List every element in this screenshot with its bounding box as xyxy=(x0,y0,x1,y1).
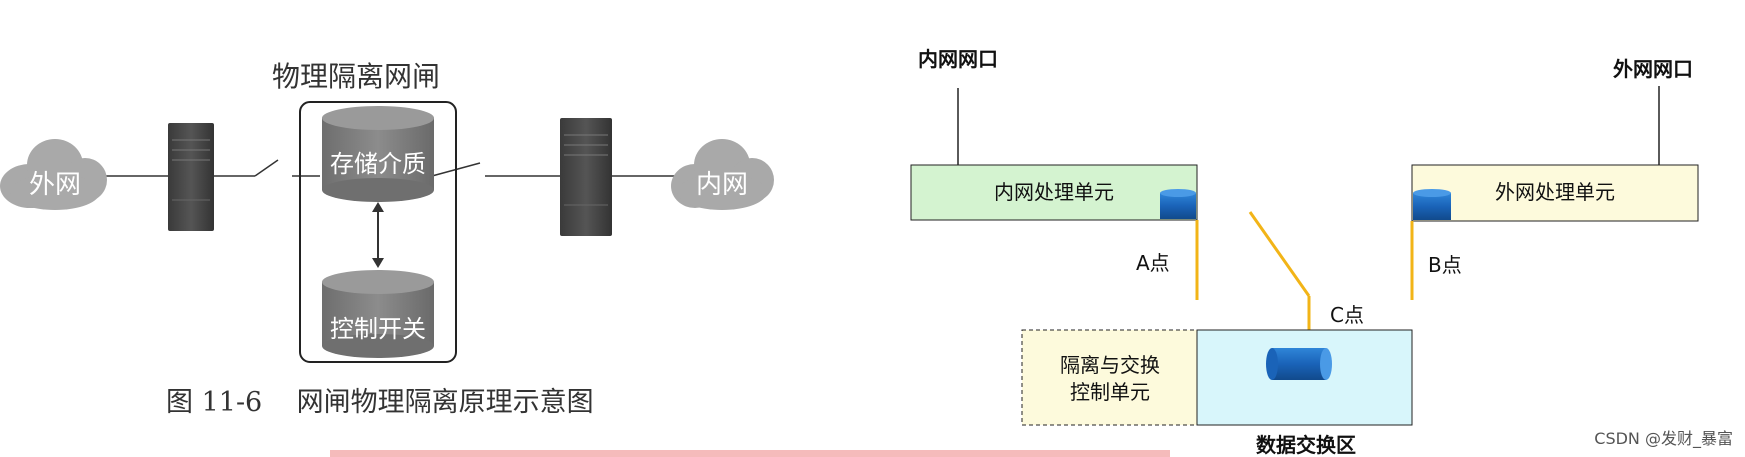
outer-port-cylinder-icon xyxy=(1413,189,1451,220)
point-a-label: A点 xyxy=(1136,251,1170,275)
outer-processing-unit xyxy=(1411,164,1699,222)
server-icon-left xyxy=(168,123,214,231)
inner-port-label: 内网网口 xyxy=(918,47,998,71)
inner-processing-unit-label: 内网处理单元 xyxy=(994,180,1114,204)
outer-processing-unit-label: 外网处理单元 xyxy=(1495,180,1615,204)
point-b-label: B点 xyxy=(1428,253,1462,277)
right-diagram: 内网网口 外网网口 内网处理单元 外网处理单元 A点 B点 C点 隔离与交换 控… xyxy=(910,47,1699,457)
gateway-box xyxy=(299,101,457,363)
storage-cylinder-icon xyxy=(322,106,434,202)
outer-network-label: 外网 xyxy=(29,170,81,200)
inner-port-cylinder-icon xyxy=(1160,189,1196,219)
point-c-label: C点 xyxy=(1330,303,1364,327)
isolation-unit-line2: 控制单元 xyxy=(1070,380,1150,404)
bidirectional-arrow-icon xyxy=(372,202,384,268)
cloud-icon-inner-network xyxy=(671,139,774,210)
isolation-control-unit xyxy=(1021,329,1198,426)
figure-caption: 图 11-6 网闸物理隔离原理示意图 xyxy=(166,387,594,418)
server-icon-right xyxy=(560,118,612,236)
data-exchange-area-label: 数据交换区 xyxy=(1256,433,1356,457)
isolation-unit-line1: 隔离与交换 xyxy=(1060,353,1160,377)
csdn-watermark: CSDN @发财_暴富 xyxy=(1594,429,1733,449)
storage-medium-label: 存储介质 xyxy=(330,150,426,178)
cropped-red-text-fragment xyxy=(330,450,1170,457)
exchange-cylinder-icon xyxy=(1266,348,1332,380)
cloud-icon-outer-network xyxy=(0,139,107,210)
inner-processing-unit xyxy=(910,164,1198,221)
control-switch-cylinder-icon xyxy=(322,270,434,358)
inner-network-label: 内网 xyxy=(696,170,748,200)
control-switch-label: 控制开关 xyxy=(330,315,426,343)
gateway-title: 物理隔离网闸 xyxy=(272,60,440,93)
outer-port-label: 外网网口 xyxy=(1613,57,1693,81)
left-diagram: 物理隔离网闸 外网 内网 存储介质 控制开关 图 11-6 网闸物理隔离原理示意… xyxy=(0,60,774,418)
